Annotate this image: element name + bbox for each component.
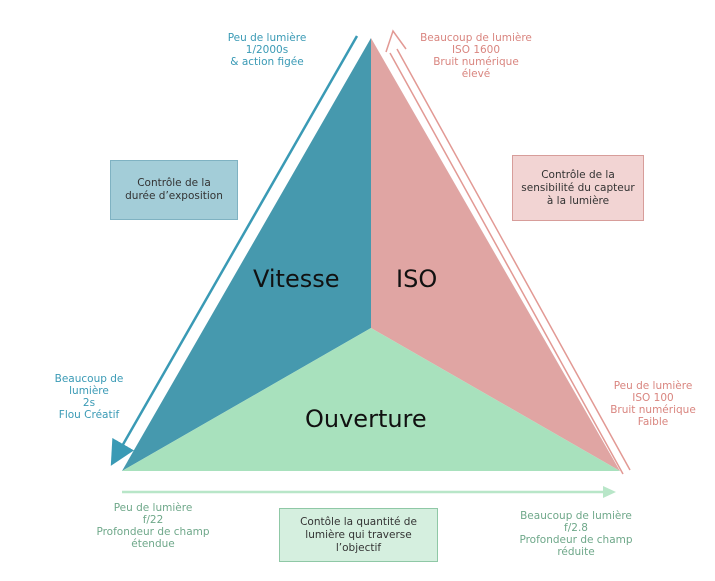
aperture-narrow-label: Peu de lumière f/22 Profondeur de champ …: [96, 502, 210, 550]
aperture-sector-label: Ouverture: [305, 405, 427, 433]
aperture-arrow-head: [603, 486, 616, 498]
iso-arrow: [385, 29, 631, 475]
iso-sector: [371, 38, 620, 471]
speed-fast-label: Peu de lumière 1/2000s & action figée: [227, 32, 307, 68]
iso-low-label: Peu de lumière ISO 100 Bruit numérique F…: [610, 380, 696, 428]
aperture-description-box: Contôle la quantité de lumière qui trave…: [279, 508, 438, 562]
aperture-wide-label: Beaucoup de lumière f/2.8 Profondeur de …: [519, 510, 633, 558]
speed-sector-label: Vitesse: [253, 265, 340, 293]
iso-description-box: Contrôle de la sensibilité du capteur à …: [512, 155, 644, 221]
aperture-sector: [122, 328, 620, 471]
speed-slow-label: Beaucoup de lumière 2s Flou Créatif: [54, 373, 124, 421]
speed-sector: [122, 38, 371, 471]
iso-sector-label: ISO: [396, 265, 438, 293]
speed-arrow: [110, 35, 359, 466]
iso-high-label: Beaucoup de lumière ISO 1600 Bruit numér…: [420, 32, 532, 80]
speed-description-box: Contrôle de la durée d’exposition: [110, 160, 238, 220]
